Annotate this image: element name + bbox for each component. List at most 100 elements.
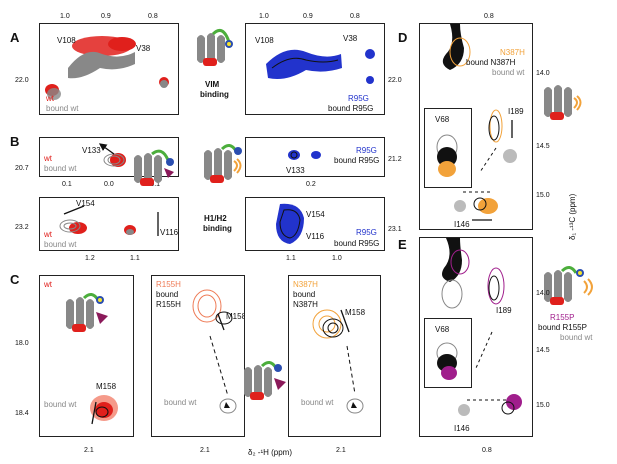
a-right-peak-label: V108: [255, 36, 274, 45]
e-spectrum: I189 I146 V68: [419, 237, 533, 437]
a-left-legend-bound: bound wt: [46, 104, 79, 113]
c-r155h-peak: M158: [226, 312, 245, 321]
chaperone-icon: [193, 28, 233, 70]
b-xtick: 0.0: [104, 181, 114, 188]
chaperone-icon: [240, 360, 290, 406]
b-xtick: -0.1: [148, 181, 161, 188]
c-xaxis-label: δ₂ -¹H (ppm): [248, 448, 292, 457]
d-ytick: 14.0: [536, 70, 550, 77]
b-bottom-right-legend: R95G: [356, 228, 377, 237]
b-bottom-legend: bound wt: [44, 240, 77, 249]
c-ytick: 18.0: [15, 340, 29, 347]
d-legend: bound N387H: [466, 58, 516, 67]
b-top-right-peak: V133: [286, 166, 305, 175]
a-left-xtick: 1.0: [60, 13, 70, 20]
e-ytick: 14.5: [536, 347, 550, 354]
b-top-right-spectrum: V133 R95G bound R95G: [245, 137, 385, 177]
b-center-label: H1/H2: [204, 214, 227, 223]
c-wt-peak: M158: [96, 382, 117, 391]
a-left-peak-label: V108: [57, 36, 76, 45]
chaperone-icon: [62, 292, 112, 336]
b-xtick: 0.1: [62, 181, 72, 188]
e-legend: R155P: [550, 313, 575, 322]
d-peak: I146: [454, 220, 470, 229]
b-legend-bound: bound wt: [44, 164, 77, 173]
a-left-xtick: 0.8: [148, 13, 158, 20]
b-top-right-legend: R95G: [356, 146, 377, 155]
d-legend: bound wt: [492, 68, 525, 77]
a-right-peak-label: V38: [343, 34, 358, 43]
c-n387h-title: bound: [293, 290, 316, 299]
a-left-spectrum: V108 V38 wt bound wt: [39, 23, 179, 115]
b-bottom-right-xtick: 1.0: [332, 255, 342, 262]
e-inset: V68: [424, 318, 472, 388]
d-peak: I189: [508, 107, 524, 116]
d-inset: V68: [424, 108, 472, 188]
b-right-ytick: 23.1: [388, 226, 402, 233]
chaperone-icon: [540, 80, 590, 124]
chaperone-icon: [540, 265, 600, 309]
yaxis-label: δ₁ -¹³C (ppm): [568, 193, 577, 240]
e-legend: bound R155P: [538, 323, 587, 332]
b-ytick: 20.7: [15, 165, 29, 172]
chaperone-icon: [130, 149, 174, 190]
c-ytick: 18.4: [15, 410, 29, 417]
panel-letter-b: B: [10, 134, 20, 149]
e-legend: bound wt: [560, 333, 593, 342]
b-bottom-left-spectrum: V154 V116 wt bound wt: [39, 197, 179, 251]
a-right-ytick: 22.0: [388, 77, 402, 84]
b-top-right-xtick: 0.2: [306, 181, 316, 188]
a-center-label: binding: [200, 90, 229, 99]
a-left-peak-label: V38: [136, 44, 151, 53]
c-r155h-title: bound: [156, 290, 179, 299]
b-center-label: binding: [203, 224, 232, 233]
c-r155h-spectrum: R155H bound R155H M158 bound wt: [151, 275, 245, 437]
d-xtick: 0.8: [484, 13, 494, 20]
e-peak: I146: [454, 424, 470, 433]
c-r155h-legend: bound wt: [164, 398, 197, 407]
c-n387h-title: N387H: [293, 280, 318, 289]
c-n387h-peak: M158: [345, 308, 366, 317]
a-yaxis-tick: 22.0: [15, 77, 29, 84]
c-n387h-title: N387H: [293, 300, 318, 309]
a-right-xtick: 0.8: [350, 13, 360, 20]
b-right-ytick: 21.2: [388, 156, 402, 163]
b-bottom-right-peak: V116: [306, 232, 325, 241]
a-right-xtick: 0.9: [303, 13, 313, 20]
c-xtick: 2.1: [84, 447, 94, 454]
b-bottom-xtick: 1.1: [130, 255, 140, 262]
a-left-bound-peaks: [47, 51, 168, 100]
e-ytick: 15.0: [536, 402, 550, 409]
b-peak-label: V133: [82, 146, 101, 155]
d-inset-peak: V68: [435, 115, 450, 124]
e-inset-peak: V68: [435, 325, 450, 334]
a-left-xtick: 0.9: [101, 13, 111, 20]
e-ytick: 14.0: [536, 290, 550, 297]
b-bottom-peak: V154: [76, 199, 95, 208]
c-n387h-spectrum: N387H bound N387H M158 bound wt: [288, 275, 381, 437]
panel-letter-d: D: [398, 30, 408, 45]
c-wt-title: wt: [44, 280, 52, 289]
panel-letter-c: C: [10, 272, 20, 287]
c-r155h-title: R155H: [156, 280, 181, 289]
a-right-xtick: 1.0: [259, 13, 269, 20]
a-right-legend-bound: bound R95G: [328, 104, 374, 113]
b-bottom-right-peak: V154: [306, 210, 325, 219]
b-legend-wt: wt: [44, 154, 52, 163]
b-bottom-right-xtick: 1.1: [286, 255, 296, 262]
chaperone-icon: [200, 143, 244, 189]
a-right-legend-mutant: R95G: [348, 94, 369, 103]
b-bottom-xtick: 1.2: [85, 255, 95, 262]
b-bottom-peak: V116: [160, 228, 179, 237]
panel-letter-e: E: [398, 237, 407, 252]
a-right-spectrum: V108 V38 R95G bound R95G: [245, 23, 385, 115]
b-bottom-right-legend: bound R95G: [334, 239, 380, 248]
b-ytick: 23.2: [15, 224, 29, 231]
c-xtick: 2.1: [336, 447, 346, 454]
a-center-label: VIM: [205, 80, 220, 89]
d-ytick: 15.0: [536, 192, 550, 199]
b-bottom-right-spectrum: V154 V116 R95G bound R95G: [245, 197, 385, 251]
c-wt-spectrum: wt M158 bound wt: [39, 275, 134, 437]
b-top-right-legend: bound R95G: [334, 156, 380, 165]
c-xtick: 2.1: [200, 447, 210, 454]
